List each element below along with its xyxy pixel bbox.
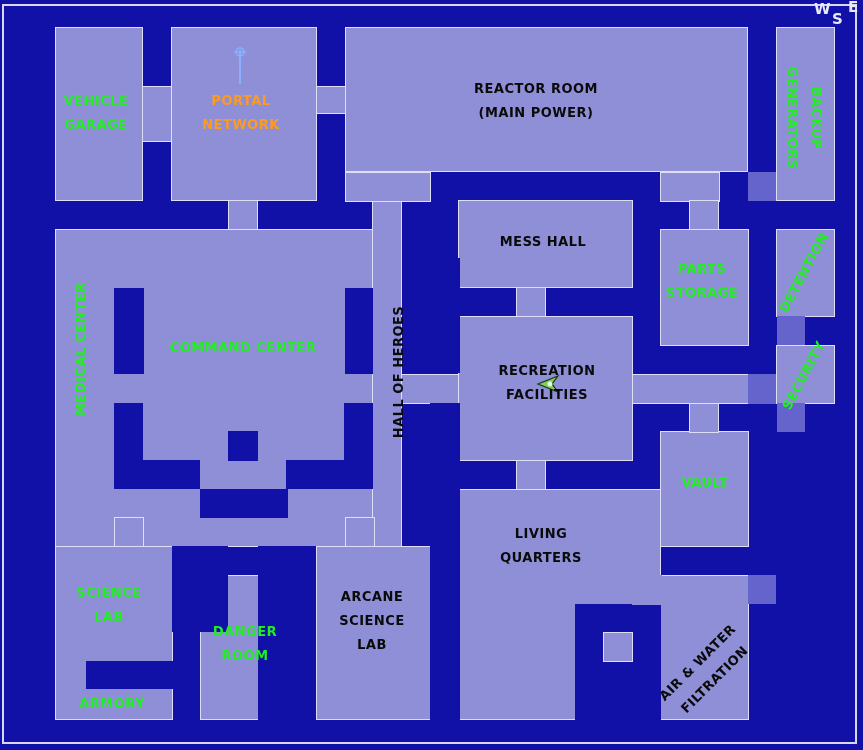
compass-south: S	[832, 10, 843, 28]
room-area	[228, 200, 258, 230]
room-area	[660, 172, 720, 202]
label-portal-network: PORTAL NETWORK	[202, 94, 280, 133]
room-area	[316, 86, 346, 114]
wall-block	[114, 288, 144, 374]
wall-block	[258, 546, 316, 720]
door-patch	[777, 316, 805, 345]
wall-block	[172, 546, 228, 632]
room-area	[458, 200, 633, 288]
label-recreation-facilities: RECREATION FACILITIES	[498, 364, 596, 403]
room-area	[142, 86, 172, 142]
door-patch	[777, 403, 805, 432]
portal-beacon-icon	[234, 47, 246, 84]
wall-block	[632, 575, 662, 605]
wall-block	[228, 431, 258, 461]
room-area	[345, 27, 748, 172]
room-area	[55, 27, 143, 201]
room-area	[689, 403, 719, 433]
label-science-lab: SCIENCE LAB	[76, 586, 142, 625]
label-reactor-room: REACTOR ROOM (MAIN POWER)	[474, 82, 598, 121]
label-vehicle-garage: VEHICLE GARAGE	[63, 94, 129, 133]
compass-icon: W S E	[808, 0, 863, 32]
label-hall-of-heroes: HALL OF HEROES	[392, 305, 407, 439]
label-backup-generators: BACKUP GENERATORS	[784, 66, 823, 170]
wall-block	[143, 403, 200, 460]
label-command-center: COMMAND CENTER	[169, 341, 317, 356]
room-area	[171, 27, 317, 201]
wall-block	[430, 258, 460, 373]
room-area	[316, 546, 432, 720]
room-area	[689, 200, 719, 230]
room-area	[660, 575, 749, 720]
room-area	[345, 517, 375, 547]
room-area	[55, 546, 173, 720]
room-area	[401, 374, 459, 404]
compass-east: E	[848, 0, 859, 16]
room-area	[516, 460, 546, 490]
wall-block	[200, 489, 288, 518]
player-marker-icon	[536, 374, 560, 394]
room-area	[660, 431, 749, 547]
room-area	[114, 517, 144, 547]
wall-block	[430, 403, 460, 720]
door-patch	[748, 575, 776, 604]
label-armory: ARMORY	[79, 697, 145, 712]
wall-block	[345, 288, 373, 374]
room-area	[776, 27, 835, 201]
wall-block	[575, 604, 661, 720]
label-vault: VAULT	[681, 476, 729, 491]
room-area	[776, 345, 835, 404]
door-patch	[748, 172, 776, 201]
compass-west: W	[814, 0, 831, 18]
room-area	[603, 632, 633, 662]
door-patch	[748, 374, 776, 404]
room-area	[660, 229, 749, 346]
label-arcane-science-lab: ARCANE SCIENCE LAB	[339, 590, 405, 653]
label-living-quarters: LIVING QUARTERS	[500, 527, 582, 566]
room-area	[458, 316, 633, 461]
room-area	[776, 229, 835, 317]
label-mess-hall: MESS HALL	[499, 235, 587, 250]
room-area	[345, 172, 431, 202]
label-parts-storage: PARTS STORAGE	[665, 262, 739, 301]
wall-block	[286, 403, 344, 460]
wall-block	[86, 661, 200, 689]
label-medical-center: MEDICAL CENTER	[74, 282, 89, 416]
label-danger-room: DANGER ROOM	[212, 625, 278, 664]
room-area	[516, 287, 546, 317]
